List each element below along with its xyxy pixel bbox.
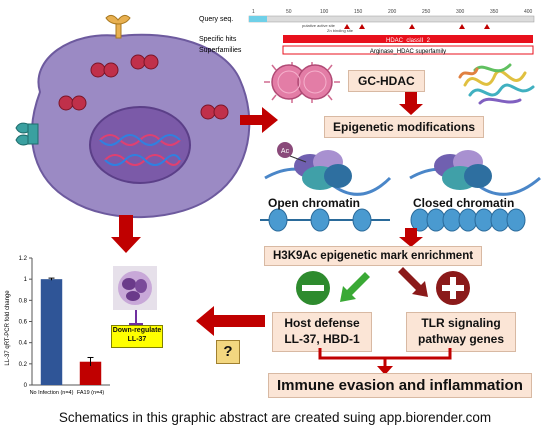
nucleus-dna xyxy=(99,134,181,166)
down-regulate-box: Down-regulate LL-37 xyxy=(111,325,163,348)
gonococci xyxy=(58,54,229,120)
y-tick-label: 0.8 xyxy=(19,298,28,304)
superfamilies-label: Superfamilies xyxy=(199,47,242,54)
open-chromatin-fiber xyxy=(260,208,390,232)
neutrophil-micrograph xyxy=(113,266,157,310)
immune-evasion-label: Immune evasion and inflammation xyxy=(268,373,532,398)
question-mark-box: ? xyxy=(216,340,240,364)
closed-chromatin-nucleosome xyxy=(409,150,541,196)
domain-tick-label: 50 xyxy=(286,9,292,15)
svg-text:Ac: Ac xyxy=(281,148,290,155)
y-tick-label: 0.2 xyxy=(19,362,28,368)
h3k9ac-label: H3K9Ac epigenetic mark enrichment xyxy=(264,246,483,266)
ll37-bar-chart: LL-37 qRT-PCR fold change 0 0.2 0.4 0.6 0.8 1… xyxy=(5,256,110,396)
y-tick-label: 0.6 xyxy=(19,320,28,326)
gc-hdac-label: GC-HDAC xyxy=(348,70,425,92)
tlr-line1: TLR signaling xyxy=(421,316,501,330)
domain-tick-label: 100 xyxy=(320,9,329,15)
host-defense-box: Host defense LL-37, HBD-1 xyxy=(272,312,372,352)
bracket-connector xyxy=(318,348,452,375)
specific-hits-label: Specific hits xyxy=(199,36,237,43)
question-mark: ? xyxy=(223,343,233,360)
down-regulate-line2: LL-37 xyxy=(127,336,147,343)
protein-structure-illustration xyxy=(458,63,535,105)
arrow-to-epigenetic xyxy=(399,92,423,115)
bar xyxy=(79,361,102,385)
host-defense-line1: Host defense xyxy=(284,316,360,330)
host-defense-line2: LL-37, HBD-1 xyxy=(284,332,360,346)
nucleus xyxy=(89,106,191,184)
dark-red-arrow xyxy=(398,267,428,297)
arrow-to-domain xyxy=(240,107,278,133)
surface-receptor-left xyxy=(15,122,39,146)
domain-tick-label: 350 xyxy=(490,9,499,15)
query-seq-label: Query seq. xyxy=(199,16,233,23)
domain-tick-label: 150 xyxy=(354,9,363,15)
epigenetic-label: Epigenetic modifications xyxy=(324,116,485,138)
chromatin-illustration: Ac xyxy=(260,142,541,232)
domain-tick-label: 400 xyxy=(524,9,533,15)
down-regulate-line1: Down-regulate xyxy=(112,327,162,334)
green-arrow xyxy=(340,272,370,302)
diplococcus-illustration xyxy=(264,62,340,103)
domain-tick-label: 200 xyxy=(388,9,397,15)
closed-chromatin-label: Closed chromatin xyxy=(413,196,515,210)
arrow-down-to-chart xyxy=(111,215,141,253)
y-tick-label: 1 xyxy=(24,277,28,283)
domain-tick-label: 300 xyxy=(456,9,465,15)
footer-credit: Schematics in this graphic abstract are … xyxy=(58,410,492,425)
open-chromatin-label: Open chromatin xyxy=(268,196,361,210)
arrow-to-chart xyxy=(196,306,265,336)
y-tick-label: 0 xyxy=(24,383,28,389)
arrow-to-h3k9ac xyxy=(399,228,423,247)
domain-tick-label: 1 xyxy=(252,9,255,15)
bar xyxy=(40,279,63,385)
site-label-1: putative active site xyxy=(302,23,336,28)
infected-cell-illustration xyxy=(15,14,251,219)
specific-hit-name: HDAC_classII_2 xyxy=(386,38,431,44)
specific-hit-bar xyxy=(283,35,533,43)
open-chromatin-nucleosome: Ac xyxy=(264,142,392,196)
x-tick-label: No Infection (n=4) xyxy=(30,390,74,396)
surface-receptor-top xyxy=(105,14,131,39)
superfamily-name: Arginase_HDAC superfamily xyxy=(370,49,446,55)
site-label-2: Zn binding site xyxy=(327,28,354,33)
superfamily-bar xyxy=(282,45,534,55)
y-tick-label: 0.4 xyxy=(19,341,28,347)
domain-tick-label: 250 xyxy=(422,9,431,15)
tlr-box: TLR signaling pathway genes xyxy=(406,312,516,352)
y-tick-label: 1.2 xyxy=(19,256,28,262)
x-tick-label: FA19 (n=4) xyxy=(77,390,105,396)
domain-blast-diagram: Query seq. putative active site Zn bindi… xyxy=(199,9,535,55)
y-axis-label: LL-37 qRT-PCR fold change xyxy=(5,290,11,366)
tlr-line2: pathway genes xyxy=(417,332,505,346)
inhibition-symbol xyxy=(129,310,143,325)
query-seq-bar xyxy=(248,15,535,23)
closed-chromatin-fiber xyxy=(410,208,526,232)
effect-arrows xyxy=(296,267,470,305)
